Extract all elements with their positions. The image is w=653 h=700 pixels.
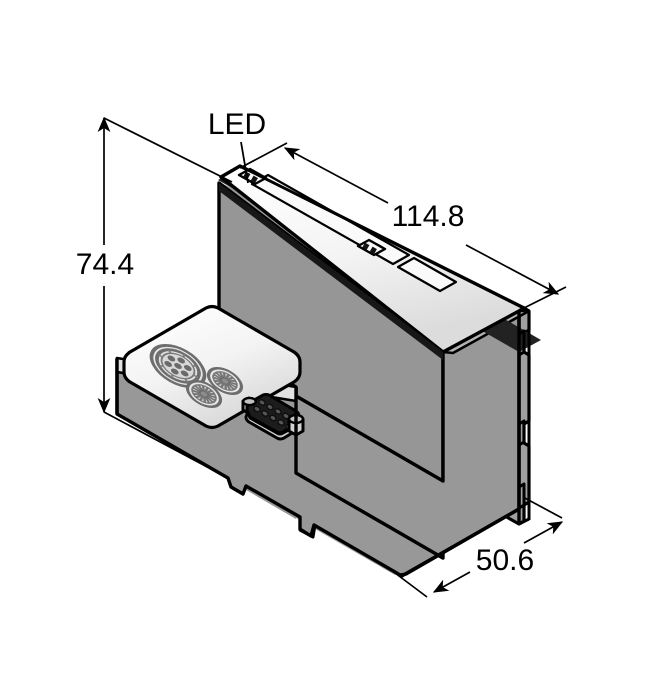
height-ext-top <box>103 117 233 183</box>
side-notch-2 <box>518 419 526 447</box>
housing-top-back-edge <box>239 164 525 310</box>
housing-top-left-edge <box>220 164 241 179</box>
width-dim-line-right <box>465 244 560 295</box>
top-label-strip-right <box>396 256 458 293</box>
bottom-notch-small <box>226 477 248 496</box>
m12-round-connector-lower <box>185 380 223 408</box>
side-notch-group <box>518 329 526 510</box>
depth-dim-line-right <box>523 521 564 544</box>
led-leader-line <box>240 141 249 184</box>
led-window-right <box>356 238 387 257</box>
width-dim-line-left <box>283 147 389 204</box>
width-ext-left <box>239 142 288 169</box>
depth-dimension-value: 50.6 <box>476 544 534 577</box>
height-ext-bottom <box>103 411 227 478</box>
dimension-layer <box>97 116 567 598</box>
led-callout <box>240 141 249 184</box>
bottom-notch-group <box>226 477 317 539</box>
width-ext-right <box>521 286 567 310</box>
led-label: LED <box>208 108 266 141</box>
depth-ext-right <box>522 496 563 519</box>
side-notch-1 <box>518 329 526 357</box>
depth-dim-line-left <box>432 571 471 593</box>
bottom-notch-large <box>298 517 317 539</box>
height-dimension-value: 74.4 <box>76 248 134 281</box>
depth-ext-left <box>394 572 428 598</box>
housing-top-bevel <box>219 183 443 360</box>
housing-bottom-rear-edge <box>399 507 520 579</box>
width-dimension <box>239 142 567 310</box>
side-notch-3 <box>518 482 526 510</box>
m12-round-connector-upper <box>206 367 244 395</box>
inner-corner-crease <box>294 387 444 560</box>
right-end-bottom-edge <box>518 517 530 526</box>
height-dimension <box>97 116 233 478</box>
width-dimension-value: 114.8 <box>392 200 465 233</box>
module-housing <box>115 164 541 579</box>
step-top-plate <box>122 304 302 430</box>
depth-dimension <box>394 496 564 598</box>
m23-round-connector <box>149 344 207 388</box>
